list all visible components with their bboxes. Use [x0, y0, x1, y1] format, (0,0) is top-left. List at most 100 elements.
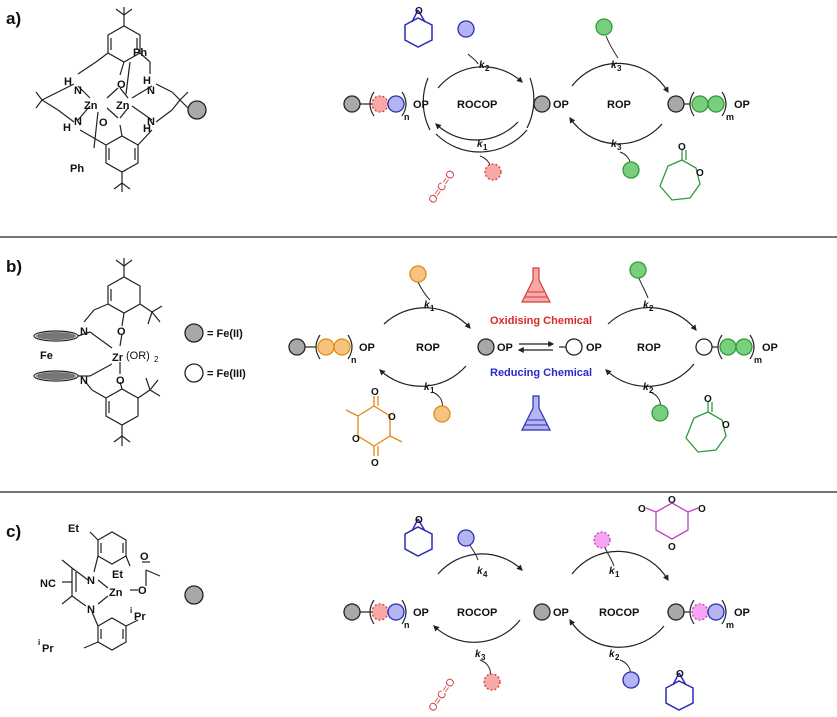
svg-text:OP: OP: [413, 607, 429, 619]
flask-reductant-icon: [521, 395, 551, 431]
rop-cycle-b1: ROP k 1 k 1: [379, 281, 471, 409]
svg-text:OP: OP: [586, 342, 602, 354]
polymer-chain-left-a: n OP: [343, 91, 429, 122]
svg-text:k: k: [609, 566, 615, 577]
svg-text:m: m: [754, 355, 762, 365]
svg-text:1: 1: [615, 570, 620, 579]
svg-text:O: O: [668, 495, 676, 506]
svg-text:O: O: [415, 515, 423, 526]
caprolactone-ring-icon: O O: [659, 142, 704, 201]
catalyst-structure-b: [33, 258, 163, 446]
oxidising-chemical-label: Oxidising Chemical: [490, 315, 592, 327]
svg-text:1: 1: [430, 304, 435, 313]
svg-text:k: k: [477, 566, 483, 577]
svg-text:k: k: [611, 139, 617, 150]
lactone-bead-top-a: [595, 18, 613, 36]
svg-text:O: O: [698, 504, 706, 515]
lactide-bead-bottom-b: [433, 405, 451, 423]
svg-text:ROCOP: ROCOP: [599, 607, 639, 619]
svg-text:Zn: Zn: [109, 587, 123, 599]
svg-text:ROP: ROP: [637, 342, 661, 354]
svg-text:m: m: [726, 112, 734, 122]
catalyst-structure-a: [35, 7, 189, 192]
svg-text:k: k: [611, 60, 617, 71]
svg-text:m: m: [726, 620, 734, 630]
svg-text:O: O: [722, 420, 730, 431]
polymer-chain-right-b: m OP: [695, 334, 778, 365]
diglycolic-anhydride-ring-icon: O O O O: [638, 495, 706, 553]
svg-text:OP: OP: [413, 99, 429, 111]
panel-a: a): [6, 6, 750, 206]
svg-text:Et: Et: [68, 523, 79, 535]
panel-b: b): [6, 257, 778, 469]
svg-text:N: N: [87, 575, 95, 587]
panel-label-c: c): [6, 522, 21, 541]
panel-label-b: b): [6, 257, 22, 276]
lactone-bead-bottom-b: [651, 404, 669, 422]
svg-text:3: 3: [617, 143, 622, 152]
rocop-cycle-c2: ROCOP k 1 k 2: [569, 545, 669, 677]
svg-text:Zn: Zn: [84, 100, 98, 112]
svg-text:O=C=O: O=C=O: [426, 676, 458, 712]
catalyst-atom-labels-a: Ph Ph H H N N N N H H Zn Zn O O: [63, 47, 155, 175]
co2-molecule-icon: O=C=O: [426, 168, 458, 206]
panel-label-a: a): [6, 9, 21, 28]
svg-text:O: O: [117, 326, 126, 338]
flask-oxidant-icon: [521, 267, 551, 303]
svg-text:k: k: [475, 649, 481, 660]
lactone-bead-bottom-a: [622, 161, 640, 179]
svg-text:OP: OP: [762, 342, 778, 354]
svg-text:N: N: [80, 375, 88, 387]
svg-text:Zr: Zr: [112, 352, 124, 364]
svg-text:ROCOP: ROCOP: [457, 607, 497, 619]
svg-text:O: O: [352, 434, 360, 445]
svg-text:3: 3: [617, 64, 622, 73]
polymer-chain-mid-right-b: OP: [559, 338, 602, 356]
rocop-cycle-a: ROCOP k 2 k 1: [422, 53, 535, 171]
svg-text:O: O: [696, 168, 704, 179]
panel-c: c): [6, 495, 750, 714]
svg-text:H: H: [64, 76, 72, 88]
svg-text:O: O: [140, 551, 149, 563]
lactide-bead-top-b: [409, 265, 427, 283]
epoxide-bead-bottom-c: [622, 671, 640, 689]
cp-ring-top-icon: [36, 332, 76, 340]
cyclohexene-oxide-icon: O: [665, 669, 694, 711]
svg-text:OP: OP: [497, 342, 513, 354]
svg-text:N: N: [147, 116, 155, 128]
cp-ring-bottom-icon: [36, 372, 76, 380]
reducing-chemical-label: Reducing Chemical: [490, 367, 592, 379]
svg-text:H: H: [63, 122, 71, 134]
svg-text:Et: Et: [112, 569, 123, 581]
legend-bead-fe3: [184, 363, 204, 383]
svg-text:Pr: Pr: [42, 643, 54, 655]
svg-text:N: N: [87, 604, 95, 616]
redox-equilibrium-arrows: [517, 341, 555, 353]
polymer-chain-right-c: m OP: [667, 599, 750, 630]
svg-text:2: 2: [649, 386, 654, 395]
rocop-cycle-c1: ROCOP k 4 k 3: [433, 539, 523, 677]
svg-text:N: N: [147, 85, 155, 97]
svg-text:O: O: [388, 412, 396, 423]
catalyst-bead-a: [187, 100, 207, 120]
svg-text:O: O: [116, 375, 125, 387]
svg-text:N: N: [80, 326, 88, 338]
svg-text:O: O: [138, 585, 147, 597]
svg-text:OP: OP: [553, 607, 569, 619]
svg-text:i: i: [38, 638, 40, 647]
svg-text:1: 1: [483, 143, 488, 152]
svg-text:O: O: [704, 394, 712, 405]
rop-cycle-a: ROP k 3 k 3: [569, 35, 669, 169]
svg-text:n: n: [351, 355, 357, 365]
legend-label-fe2: = Fe(II): [207, 328, 243, 340]
lactide-ring-icon: O O O O: [345, 387, 403, 469]
svg-text:Ph: Ph: [133, 47, 147, 59]
anhydride-bead-c: [593, 531, 611, 549]
co2-molecule-icon: O=C=O: [426, 676, 458, 714]
catalyst-atom-labels-c: Et Et NC N N Zn O O i Pr i Pr: [38, 523, 149, 655]
svg-text:3: 3: [481, 653, 486, 662]
svg-text:O: O: [676, 669, 684, 680]
polymer-chain-mid-c: OP: [533, 603, 569, 621]
svg-text:N: N: [74, 116, 82, 128]
